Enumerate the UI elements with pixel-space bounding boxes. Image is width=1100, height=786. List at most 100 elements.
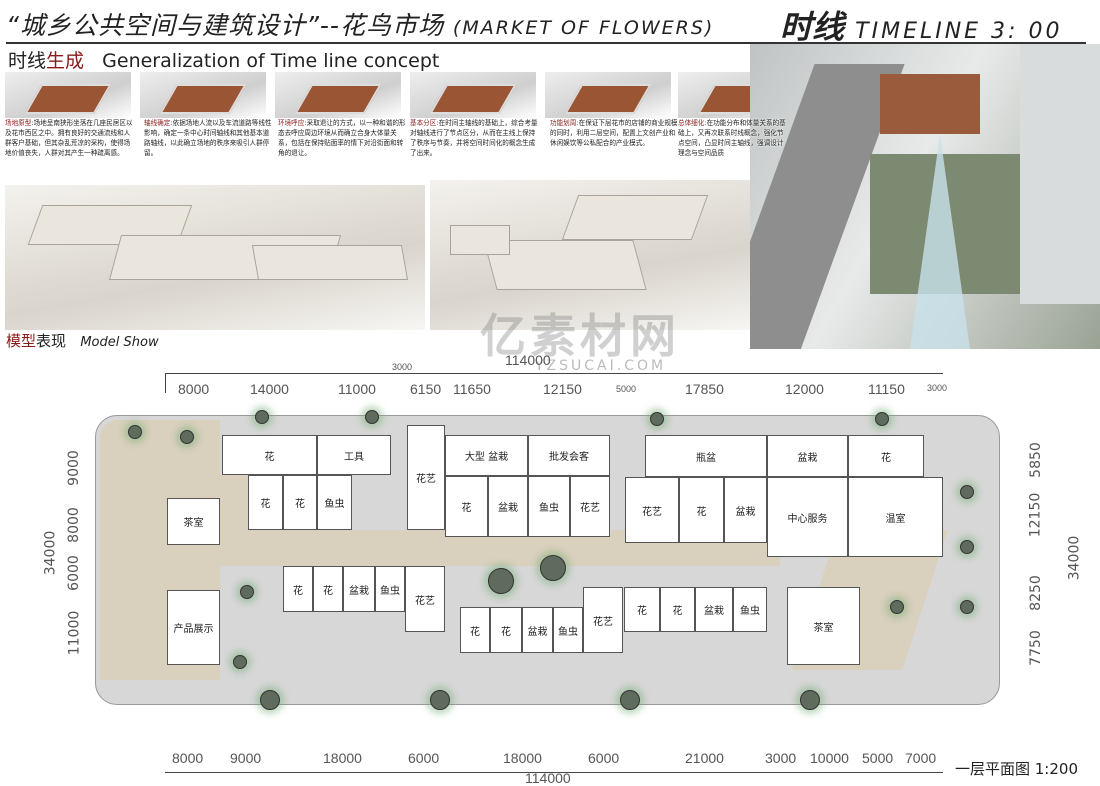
timeline-en: TIMELINE 3: 00 (855, 19, 1063, 44)
room: 花 (248, 475, 283, 530)
left-total-dimension: 34000 (42, 530, 59, 576)
title-en: (MARKET OF FLOWERS) (452, 17, 715, 39)
room: 工具 (317, 435, 391, 475)
room: 花 (222, 435, 317, 475)
heading-en: Model Show (80, 335, 159, 350)
dimension: 7750 (1027, 630, 1044, 666)
dimension: 18000 (323, 750, 362, 766)
dimension: 5000 (862, 750, 894, 766)
title-cn: “城乡公共空间与建筑设计”--花鸟市场 (6, 11, 444, 40)
tree-icon (488, 568, 514, 594)
dimension: 5000 (616, 384, 637, 394)
dimension: 12000 (785, 381, 824, 397)
dimension: 9000 (230, 750, 262, 766)
tree-icon (620, 690, 640, 710)
model-photo-2 (430, 180, 750, 330)
room: 花 (679, 477, 724, 543)
room: 花 (283, 475, 317, 530)
dimension: 12150 (1027, 492, 1044, 538)
room: 花艺 (583, 587, 623, 653)
dimension: 8000 (65, 507, 82, 543)
room: 花 (460, 607, 490, 653)
timeline-cn: 时线 (780, 8, 845, 46)
room: 大型 盆栽 (445, 435, 528, 476)
room: 花 (660, 587, 695, 632)
tree-icon (430, 690, 450, 710)
room: 鱼虫 (733, 587, 767, 632)
dimension: 6000 (65, 555, 82, 591)
room: 批发会客 (528, 435, 610, 476)
room: 花 (445, 476, 488, 537)
room: 盆栽 (343, 566, 375, 612)
dimension: 17850 (685, 381, 724, 397)
room: 盆栽 (488, 476, 528, 537)
dimension: 21000 (685, 750, 724, 766)
room: 鱼虫 (317, 475, 352, 530)
heading-part: 生成 (46, 50, 85, 72)
tree-icon (650, 412, 664, 426)
tree-icon (260, 690, 280, 710)
room: 花 (313, 566, 343, 612)
dimension: 10000 (810, 750, 849, 766)
step-diagram (410, 72, 536, 118)
step-diagram (545, 72, 671, 118)
step-description: 场地原型:场地呈南狭形坐落在几座民居区以及花市西区之中。拥有良好的交通流线和人群… (5, 119, 133, 157)
heading-part: 表现 (36, 332, 67, 350)
heading-part: 模型 (6, 332, 37, 350)
room: 鱼虫 (553, 607, 583, 653)
section-heading-model: 模型表现 Model Show (6, 330, 159, 351)
room: 花艺 (407, 425, 445, 530)
bottom-total-dimension: 114000 (525, 770, 571, 786)
step-description: 功能划周:在保证下层花市的店铺的商业规模的同时，利用二层空间，配置上文创产业和休… (550, 119, 678, 147)
room: 花 (624, 587, 660, 632)
tree-icon (540, 555, 566, 581)
room: 鱼虫 (375, 566, 405, 612)
dimension: 3000 (927, 383, 948, 393)
tree-icon (128, 425, 142, 439)
room: 花 (283, 566, 313, 612)
watermark-url: YZSUCAI.COM (535, 358, 667, 374)
room: 盆栽 (695, 587, 733, 632)
aerial-rendering (750, 44, 1100, 349)
tree-icon (180, 430, 194, 444)
dimension: 6150 (410, 381, 442, 397)
tree-icon (233, 655, 247, 669)
dimension-line (165, 373, 943, 374)
room: 产品展示 (167, 590, 220, 665)
dimension: 9000 (65, 450, 82, 486)
tree-icon (365, 410, 379, 424)
step-diagram (5, 72, 131, 118)
plan-scale-label: 一层平面图 1:200 (955, 760, 1078, 778)
title-rule (6, 42, 1086, 44)
timeline-heading: 时线 TIMELINE 3: 00 (780, 2, 1062, 48)
dimension: 5850 (1027, 442, 1044, 478)
model-photo-1 (5, 185, 425, 330)
tree-icon (800, 690, 820, 710)
dimension: 8000 (172, 750, 204, 766)
dimension-line (165, 373, 166, 393)
dimension: 3000 (392, 362, 413, 372)
poster-title: “城乡公共空间与建筑设计”--花鸟市场 (MARKET OF FLOWERS) (6, 6, 714, 42)
dimension: 14000 (250, 381, 289, 397)
tree-icon (960, 485, 974, 499)
room: 中心服务 (767, 477, 848, 557)
step-description: 基本分区:在时间主轴线的基础上，综合考量对轴线进行了节点区分，从而在主线上保持了… (410, 119, 538, 157)
dimension: 12150 (543, 381, 582, 397)
dimension: 7000 (905, 750, 937, 766)
dimension: 11150 (868, 381, 905, 397)
room: 盆栽 (522, 607, 553, 653)
room: 花艺 (625, 477, 679, 543)
step-description: 总体细化:在功能分布和体量关系的基础上，又再次联系时线概念，强化节点空间，凸显时… (678, 119, 786, 157)
room: 温室 (848, 477, 943, 557)
tree-icon (890, 600, 904, 614)
dimension: 8000 (178, 381, 210, 397)
tree-icon (240, 585, 254, 599)
room: 盆栽 (724, 477, 767, 543)
room: 茶室 (167, 498, 220, 545)
room: 盆栽 (767, 435, 848, 477)
heading-en: Generalization of Time line concept (102, 50, 440, 72)
watermark: 亿素材网 (480, 309, 680, 363)
room: 花艺 (405, 566, 445, 632)
room: 瓶盆 (645, 435, 767, 477)
dimension: 3000 (765, 750, 797, 766)
